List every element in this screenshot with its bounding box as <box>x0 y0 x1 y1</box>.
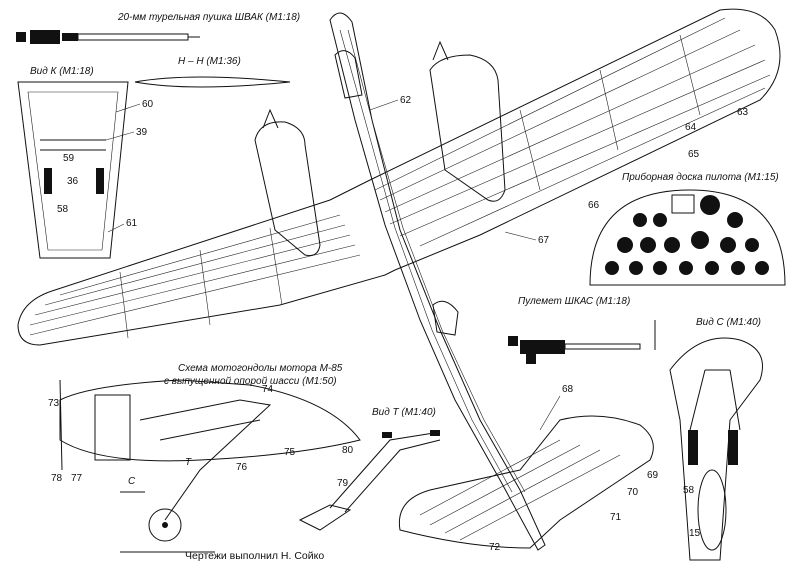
wing-panel-lines <box>29 17 771 339</box>
cannon-barrel <box>77 33 189 41</box>
callout-36: 36 <box>67 176 79 187</box>
aircraft-plan-view <box>17 8 781 551</box>
callout-68: 68 <box>562 384 574 395</box>
callout-75: 75 <box>284 447 296 458</box>
turret <box>432 300 459 336</box>
mark-t: Т <box>185 457 192 468</box>
callout-80: 80 <box>342 445 354 456</box>
callout-61: 61 <box>126 218 138 229</box>
nacelle-left <box>254 121 321 256</box>
nacelle-right <box>429 54 506 202</box>
section-hh-profile <box>134 76 291 88</box>
mark-c: С <box>128 476 136 487</box>
callout-73: 73 <box>48 398 60 409</box>
view-t-drawing <box>298 430 441 531</box>
cannon-drawing <box>16 30 200 44</box>
title-view-t: Вид Т (М1:40) <box>372 407 436 418</box>
callout-15: 15 <box>689 528 701 539</box>
view-c-drawing <box>669 337 763 561</box>
title-nacelle-line2: с выпущенной опорой шасси (М1:50) <box>164 376 337 387</box>
title-section-hh: Н – Н (М1:36) <box>178 56 241 67</box>
callout-59: 59 <box>63 153 75 164</box>
title-mg: Пулемет ШКАС (М1:18) <box>518 296 630 307</box>
callout-77: 77 <box>71 473 83 484</box>
callout-78: 78 <box>51 473 63 484</box>
callout-39: 39 <box>136 127 148 138</box>
title-cannon: 20-мм турельная пушка ШВАК (М1:18) <box>117 12 300 23</box>
cockpit-canopy <box>334 50 363 99</box>
drawing-credit: Чертежи выполнил Н. Сойко <box>185 550 324 562</box>
callout-67: 67 <box>538 235 550 246</box>
callout-69: 69 <box>647 470 659 481</box>
callout-58-view-k: 58 <box>57 204 69 215</box>
callout-71: 71 <box>610 512 622 523</box>
propeller-right <box>432 40 449 61</box>
wing-outline <box>17 8 781 346</box>
callout-62: 62 <box>400 95 412 106</box>
title-view-c: Вид С (М1:40) <box>696 317 761 328</box>
title-instrument-panel: Приборная доска пилота (М1:15) <box>622 171 779 183</box>
instrument-panel-drawing <box>589 189 786 286</box>
fuselage-outline <box>329 12 546 551</box>
title-nacelle-line1: Схема мотогондолы мотора М-85 <box>178 363 343 374</box>
mg-drawing <box>508 320 656 364</box>
tailplane-outline <box>398 415 654 549</box>
cannon-body <box>30 30 60 44</box>
callout-60: 60 <box>142 99 154 110</box>
callout-64: 64 <box>685 122 697 133</box>
callout-72: 72 <box>489 542 501 553</box>
callout-74: 74 <box>262 384 274 395</box>
callout-70: 70 <box>627 487 639 498</box>
tailplane-panel-lines <box>419 439 621 541</box>
callout-65: 65 <box>688 149 700 160</box>
callouts: 60 39 59 36 58 61 62 63 64 65 66 67 68 6… <box>48 95 749 553</box>
callout-58-view-c: 58 <box>683 485 695 496</box>
title-view-k: Вид К (М1:18) <box>30 66 94 77</box>
callout-63: 63 <box>737 107 749 118</box>
nacelle-scheme-drawing <box>59 379 361 553</box>
callout-76: 76 <box>236 462 248 473</box>
propeller-left <box>262 108 279 129</box>
callout-79: 79 <box>337 478 349 489</box>
view-k-drawing <box>17 81 129 259</box>
callout-66: 66 <box>588 200 600 211</box>
